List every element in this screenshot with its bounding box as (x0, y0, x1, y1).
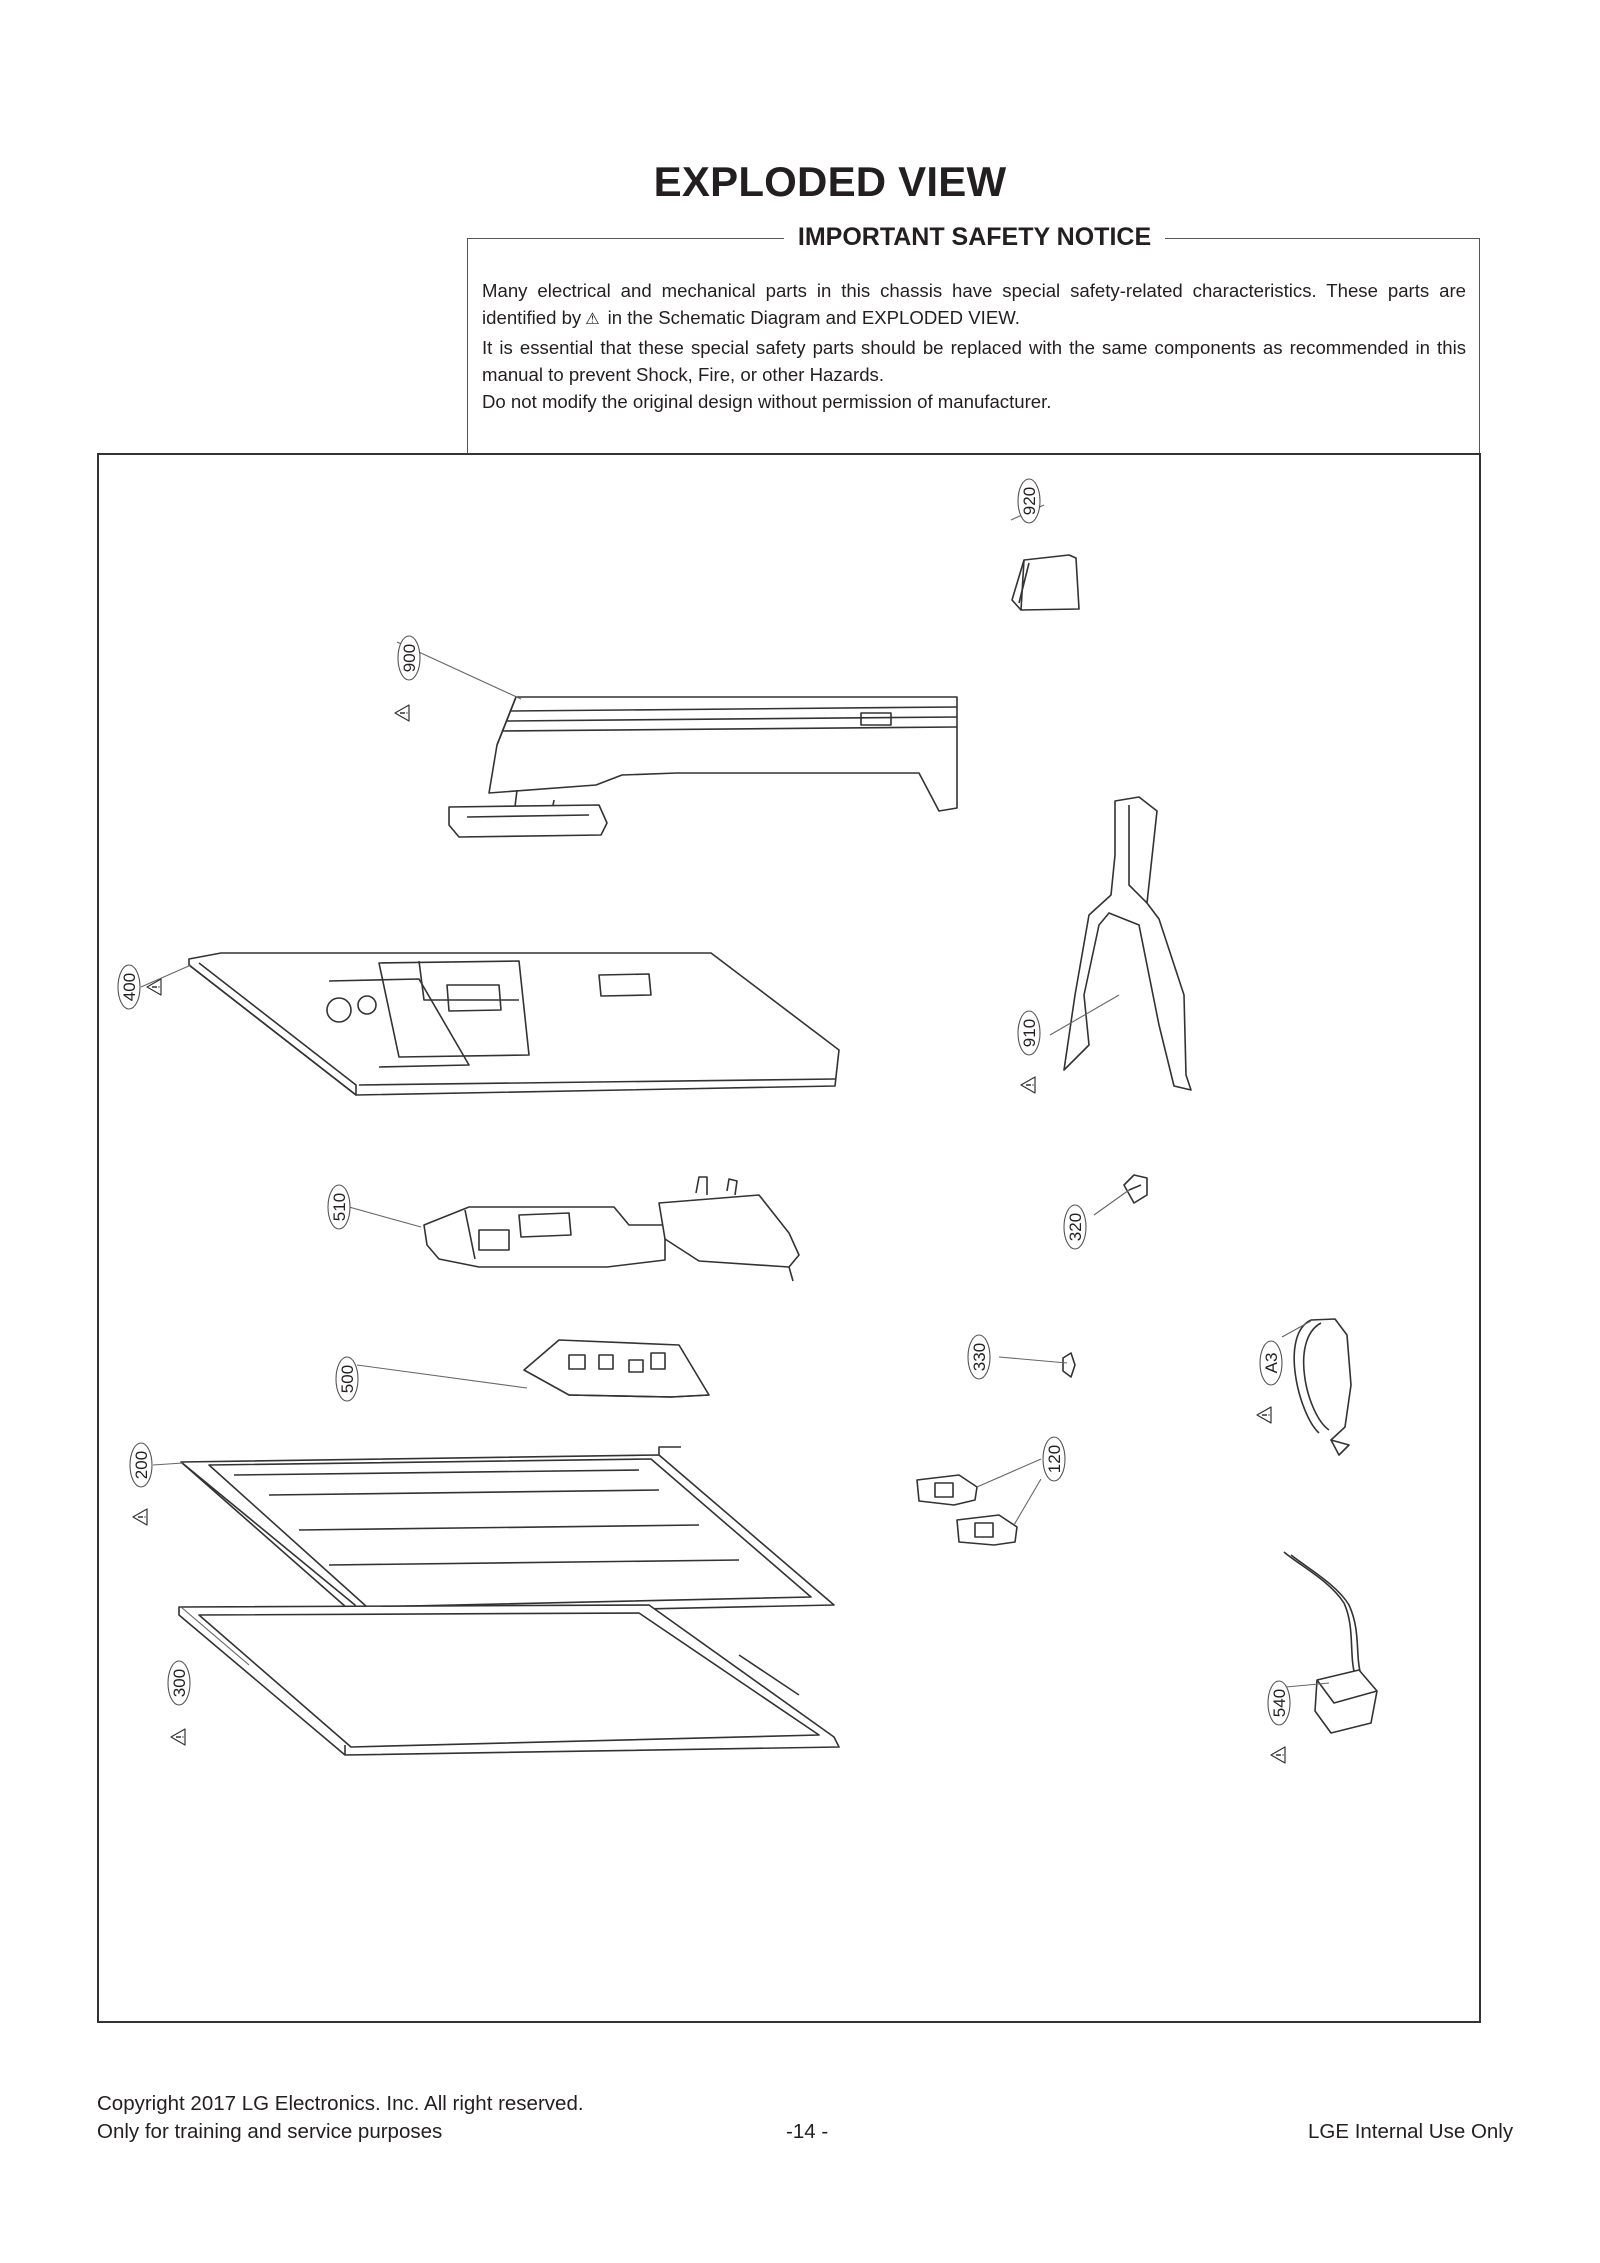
part-200-drawing (180, 1446, 835, 1616)
notice-line1-before: Many electrical and mechanical parts in … (482, 280, 1466, 329)
part-label-910: 910 (1017, 1010, 1041, 1056)
part-910-drawing (1063, 796, 1192, 1091)
part-number-text: 200 (132, 1451, 151, 1479)
part-300-drawing (178, 1604, 840, 1756)
safety-warning-icon (170, 1728, 186, 1746)
page-title: EXPLODED VIEW (653, 158, 1007, 205)
part-label-120: 120 (1042, 1436, 1066, 1482)
safety-warning-icon (146, 978, 162, 996)
part-number-text: 920 (1020, 487, 1039, 515)
part-a3-drawing (1293, 1318, 1352, 1456)
safety-warning-icon (132, 1508, 148, 1526)
part-label-a3: A3 (1259, 1340, 1283, 1386)
part-number-text: 400 (120, 973, 139, 1001)
safety-warning-icon (1270, 1746, 1286, 1764)
part-400-drawing (188, 952, 840, 1096)
part-500-drawing (523, 1339, 710, 1398)
part-number-text: 910 (1020, 1019, 1039, 1047)
footer-purpose: Only for training and service purposes (97, 2120, 443, 2143)
part-labels: 920 900 400 910 510 320 500 330 A3 200 120 300 540 (117, 478, 1291, 1764)
notice-line3: Do not modify the original design withou… (482, 391, 1052, 413)
part-330-drawing (1062, 1352, 1076, 1378)
part-label-200: 200 (129, 1442, 153, 1488)
safety-warning-icon (1256, 1406, 1272, 1424)
safety-notice-title: IMPORTANT SAFETY NOTICE (468, 223, 1481, 252)
part-120-drawing (916, 1474, 1018, 1546)
leader-lines (140, 504, 1330, 1688)
part-number-text: 300 (170, 1669, 189, 1697)
safety-warning-icon (394, 704, 410, 722)
part-number-text: 500 (338, 1365, 357, 1393)
safety-notice-box: IMPORTANT SAFETY NOTICE Many electrical … (467, 223, 1480, 453)
part-510-drawing (423, 1176, 800, 1282)
notice-line1-after: in the Schematic Diagram and EXPLODED VI… (607, 307, 1020, 329)
part-number-text: 120 (1045, 1445, 1064, 1473)
part-number-text: 900 (400, 644, 419, 672)
part-920-drawing (1011, 554, 1080, 611)
exploded-view-diagram: 920 900 400 910 510 320 500 330 A3 200 120 300 540 (97, 453, 1481, 2023)
part-number-text: 330 (970, 1343, 989, 1371)
part-number-text: A3 (1262, 1353, 1281, 1374)
part-label-510: 510 (327, 1184, 351, 1230)
footer-page-number: -14 - (786, 2120, 829, 2143)
part-label-540: 540 (1267, 1680, 1291, 1726)
part-number-text: 540 (1270, 1689, 1289, 1717)
footer-copyright: Copyright 2017 LG Electronics. Inc. All … (97, 2092, 584, 2115)
part-540-drawing (1283, 1551, 1378, 1734)
part-900-drawing (448, 696, 958, 838)
part-320-drawing (1123, 1174, 1148, 1204)
part-label-500: 500 (335, 1356, 359, 1402)
part-label-330: 330 (967, 1334, 991, 1380)
safety-notice-text: Many electrical and mechanical parts in … (482, 277, 1466, 415)
part-label-400: 400 (117, 964, 141, 1010)
part-label-300: 300 (167, 1660, 191, 1706)
part-number-text: 320 (1066, 1213, 1085, 1241)
part-label-320: 320 (1063, 1204, 1087, 1250)
part-label-920: 920 (1017, 478, 1041, 524)
part-label-900: 900 (397, 635, 421, 681)
notice-line2: It is essential that these special safet… (482, 336, 1466, 385)
footer-internal: LGE Internal Use Only (1308, 2120, 1514, 2143)
safety-warning-icon (1020, 1076, 1036, 1094)
part-number-text: 510 (330, 1193, 349, 1221)
safety-warning-icon: ⚠ (585, 311, 600, 329)
